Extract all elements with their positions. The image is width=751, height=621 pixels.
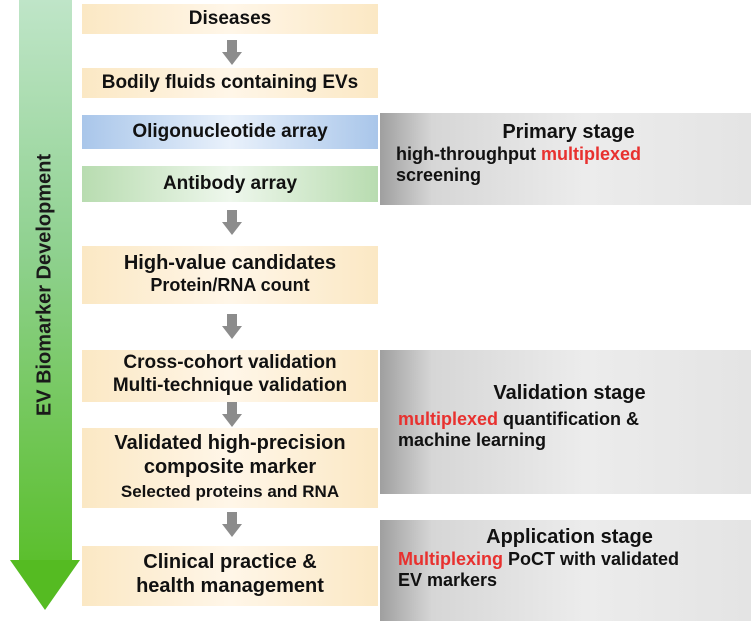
validation-stage-panel: Validation stage multiplexed quantificat… (380, 350, 751, 494)
oligonucleotide-array-box: Oligonucleotide array (82, 115, 378, 149)
clinical-practice-box: Clinical practice & health management (82, 546, 378, 606)
high-value-title: High-value candidates (123, 252, 337, 274)
validation-stage-title: Validation stage (493, 382, 646, 404)
primary-stage-description: high-throughput multiplexed screening (396, 144, 741, 186)
validated-line-1: Validated high-precision (114, 432, 346, 454)
bodily-fluids-box: Bodily fluids containing EVs (82, 68, 378, 98)
bodily-fluids-label: Bodily fluids containing EVs (101, 72, 359, 93)
application-stage-desc-post-1: PoCT with validated (503, 549, 680, 569)
validation-stage-desc-post-1: quantification & (498, 409, 640, 429)
down-arrow-1 (222, 40, 242, 66)
down-arrow-5 (222, 512, 242, 538)
validation-box: Cross-cohort validation Multi-technique … (82, 350, 378, 402)
high-value-subtitle: Protein/RNA count (150, 275, 310, 295)
primary-stage-desc-pre: high-throughput (396, 144, 541, 164)
clinical-line-1: Clinical practice & (143, 551, 317, 573)
application-stage-description: Multiplexing PoCT with validated EV mark… (398, 549, 741, 591)
development-arrow-shaft (19, 0, 72, 560)
development-arrow-head (10, 560, 80, 610)
multi-technique-label: Multi-technique validation (112, 374, 348, 396)
validation-stage-desc-highlight: multiplexed (398, 409, 499, 429)
validation-stage-desc-post-2: machine learning (398, 430, 547, 450)
primary-stage-desc-post: screening (396, 165, 482, 185)
development-arrow-label: EV Biomarker Development (33, 153, 56, 417)
application-stage-panel: Application stage Multiplexing PoCT with… (380, 520, 751, 621)
diseases-box: Diseases (82, 4, 378, 34)
application-stage-desc-post-2: EV markers (398, 570, 498, 590)
application-stage-title: Application stage (486, 526, 653, 548)
clinical-line-2: health management (136, 575, 324, 597)
primary-stage-title: Primary stage (502, 121, 635, 143)
down-arrow-3 (222, 314, 242, 340)
diseases-label: Diseases (188, 8, 272, 29)
high-value-candidates-box: High-value candidates Protein/RNA count (82, 246, 378, 304)
validation-stage-description: multiplexed quantification & machine lea… (398, 409, 741, 451)
down-arrow-4 (222, 402, 242, 428)
validated-line-2: composite marker (143, 456, 317, 478)
antibody-array-label: Antibody array (162, 173, 298, 194)
oligonucleotide-array-label: Oligonucleotide array (132, 121, 328, 142)
primary-stage-panel: Primary stage high-throughput multiplexe… (380, 113, 751, 205)
down-arrow-2 (222, 210, 242, 236)
development-arrow: EV Biomarker Development (10, 0, 80, 610)
validated-marker-box: Validated high-precision composite marke… (82, 428, 378, 508)
validated-subtitle: Selected proteins and RNA (120, 482, 340, 501)
primary-stage-desc-highlight: multiplexed (540, 144, 641, 164)
cross-cohort-label: Cross-cohort validation (123, 352, 337, 373)
application-stage-desc-highlight: Multiplexing (398, 549, 503, 569)
antibody-array-box: Antibody array (82, 166, 378, 202)
